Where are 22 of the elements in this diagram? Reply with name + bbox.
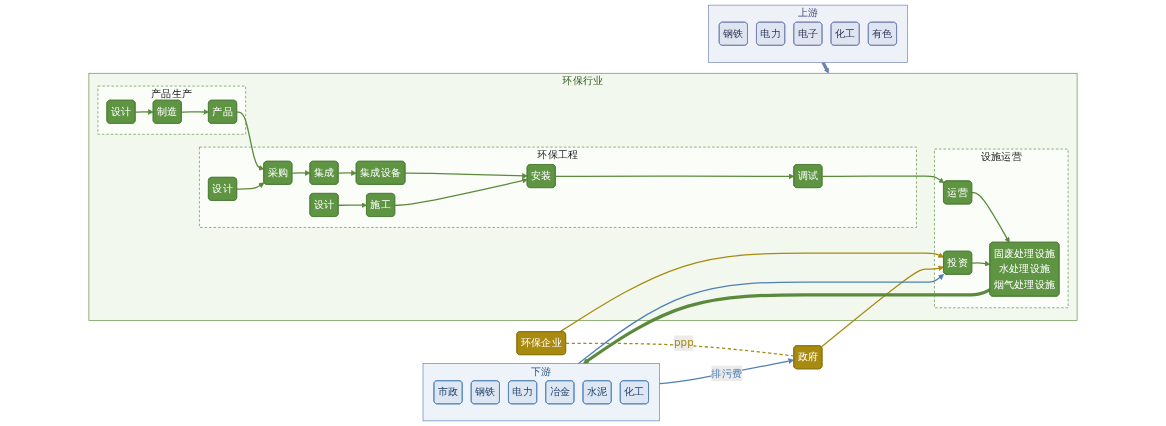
arrow — [134, 109, 154, 115]
connector — [565, 342, 795, 357]
arrow — [971, 192, 1010, 243]
arrow — [236, 182, 265, 190]
arrow — [291, 170, 311, 176]
arrow — [821, 61, 829, 74]
arrow — [658, 358, 794, 385]
arrow — [559, 252, 945, 333]
edge-label: 排污费 — [711, 366, 743, 380]
edge-label: ppp — [674, 336, 694, 349]
arrow — [337, 202, 368, 209]
arrow — [555, 173, 795, 180]
arrow — [971, 260, 991, 267]
arrow — [236, 111, 265, 171]
arrow — [404, 172, 528, 179]
arrow — [181, 109, 209, 115]
arrow — [394, 177, 528, 206]
arrow — [821, 175, 945, 184]
arrow — [577, 274, 944, 365]
arrow — [337, 170, 357, 176]
arrow — [582, 288, 991, 364]
arrow — [820, 265, 945, 348]
